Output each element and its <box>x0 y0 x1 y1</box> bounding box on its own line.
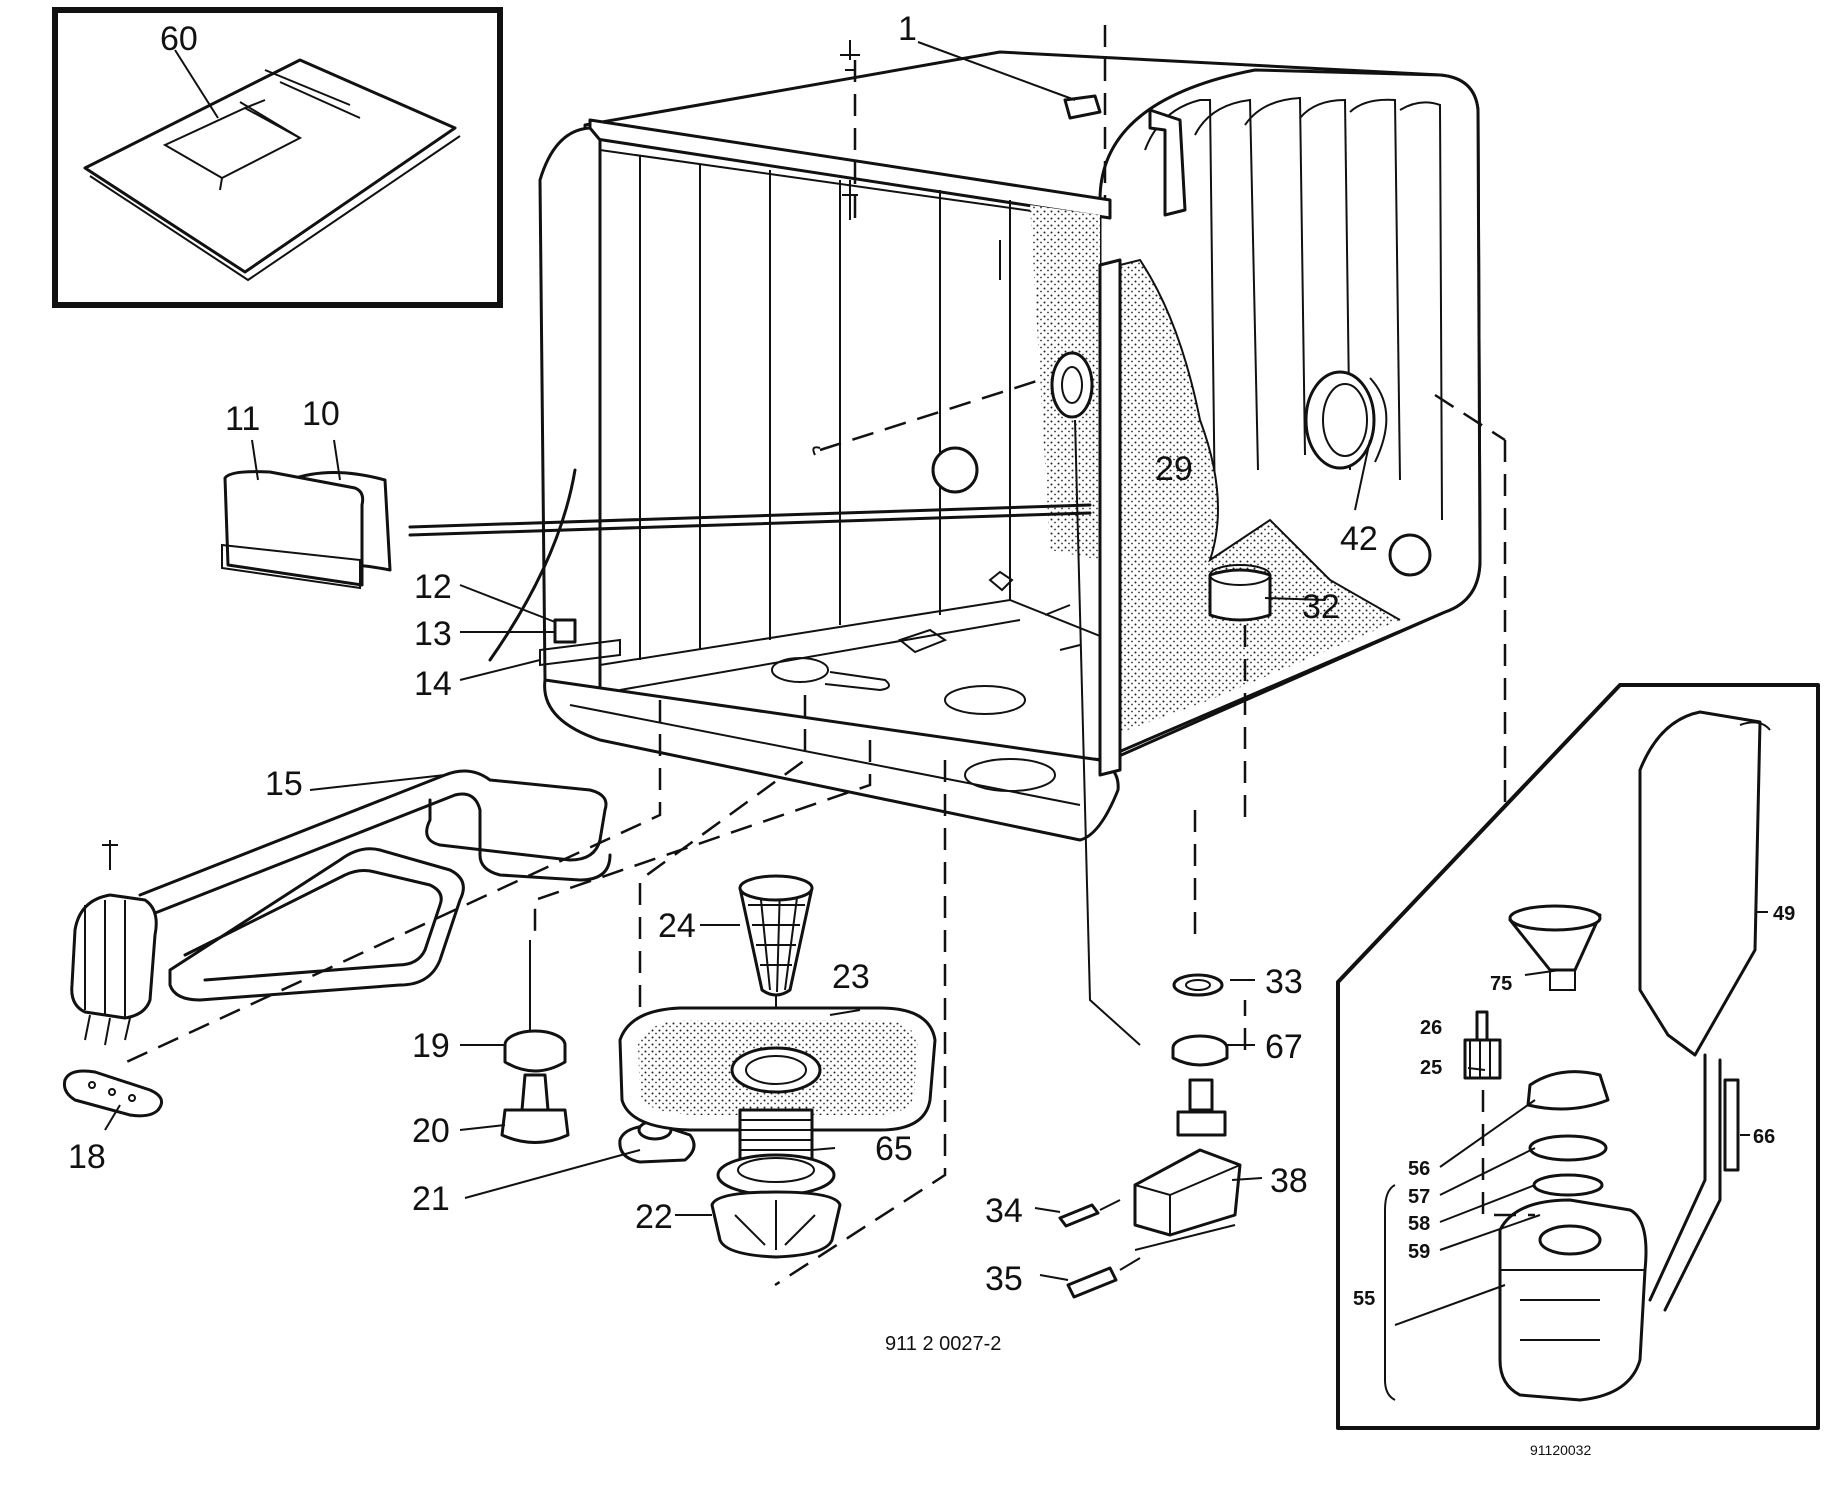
dishwasher-tub <box>408 40 1482 842</box>
construction-lines <box>119 25 1636 1287</box>
drawing-number-inset: 91120032 <box>1530 1442 1591 1458</box>
part-label-59: 59 <box>1408 1241 1430 1263</box>
drawing-number-main: 911 2 0027-2 <box>885 1333 1001 1355</box>
rinse-aid-dispenser <box>221 470 392 590</box>
part-label-56: 56 <box>1408 1158 1430 1180</box>
part-label-67: 67 <box>1265 1028 1303 1066</box>
part-label-55: 55 <box>1353 1288 1375 1310</box>
part-label-65: 65 <box>875 1130 913 1168</box>
part-label-24: 24 <box>658 907 696 945</box>
part-label-57: 57 <box>1408 1186 1430 1208</box>
part-label-23: 23 <box>832 958 870 996</box>
manual-inset <box>52 7 503 308</box>
part-label-42: 42 <box>1340 520 1378 558</box>
part-labels: 60 1 11 10 12 13 14 15 18 19 20 21 22 24… <box>68 10 1795 1458</box>
heating-element <box>63 769 612 1118</box>
part-label-66: 66 <box>1753 1126 1775 1148</box>
part-label-33: 33 <box>1265 963 1303 1001</box>
part-label-38: 38 <box>1270 1162 1308 1200</box>
part-label-15: 15 <box>265 765 303 803</box>
inset-box <box>1336 683 1820 1430</box>
part-label-60: 60 <box>160 20 198 58</box>
leader-lines <box>104 41 1768 1326</box>
level-switch-parts <box>500 940 696 1164</box>
part-label-35: 35 <box>985 1260 1023 1298</box>
part-label-10: 10 <box>302 395 340 433</box>
part-label-1: 1 <box>898 10 917 48</box>
part-label-75: 75 <box>1490 973 1512 995</box>
part-label-26: 26 <box>1420 1017 1442 1039</box>
filter-assembly <box>618 874 937 1259</box>
part-label-34: 34 <box>985 1192 1023 1230</box>
part-label-29: 29 <box>1155 450 1193 488</box>
part-label-49: 49 <box>1773 903 1795 925</box>
part-label-19: 19 <box>412 1027 450 1065</box>
part-label-11: 11 <box>225 400 260 438</box>
part-label-32: 32 <box>1302 588 1340 626</box>
part-label-20: 20 <box>412 1112 450 1150</box>
part-label-22: 22 <box>635 1198 673 1236</box>
float-switch-parts <box>1058 973 1242 1299</box>
part-label-12: 12 <box>414 568 452 606</box>
part-label-18: 18 <box>68 1138 106 1176</box>
part-label-58: 58 <box>1408 1213 1430 1235</box>
part-label-13: 13 <box>414 615 452 653</box>
part-label-21: 21 <box>412 1180 450 1218</box>
part-label-14: 14 <box>414 665 452 703</box>
part-label-25: 25 <box>1420 1057 1442 1079</box>
